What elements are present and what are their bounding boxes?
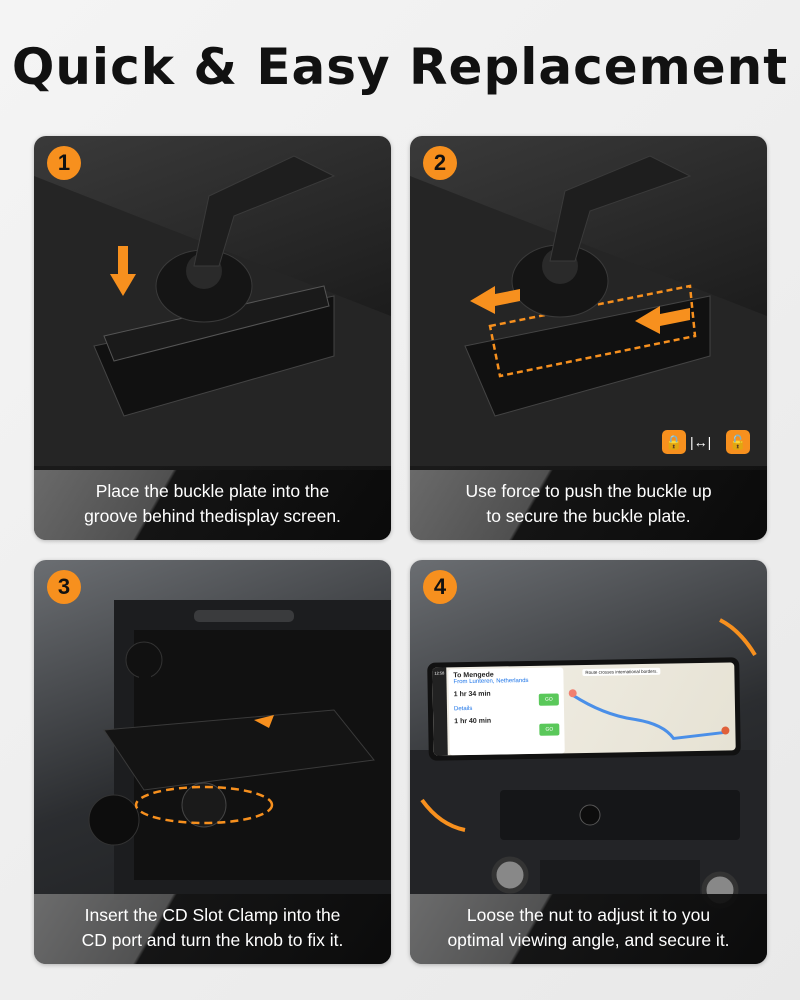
step-caption: Place the buckle plate into the groove b…: [34, 470, 391, 540]
step-2-panel: 2 🔒 |↔| 🔓 Use force to push the buckle u…: [410, 136, 767, 540]
down-arrow-icon: [110, 246, 136, 296]
step-4-panel: 4 12:58 To Mengede From Lunteren, Nether…: [410, 560, 767, 964]
rotate-arrow-icon: [134, 785, 274, 825]
step-number-badge: 1: [47, 146, 81, 180]
insert-arrow-icon: [254, 715, 274, 728]
arrows-horizontal-icon: |↔|: [690, 434, 712, 450]
rotate-arrow-icon: [420, 798, 466, 832]
dashboard-illustration: [410, 618, 767, 909]
step-3-panel: 3 Insert the CD Slot Clamp into the CD p…: [34, 560, 391, 964]
step-number-badge: 4: [423, 570, 457, 604]
unlocked-icon: 🔓: [726, 430, 750, 454]
tilt-arrow-icon: [719, 618, 757, 657]
push-arrow-icon: [470, 286, 690, 334]
cd-slot-clamp-illustration: [88, 600, 391, 900]
car-display-screen: 12:58 To Mengede From Lunteren, Netherla…: [427, 657, 741, 761]
map-route: [568, 689, 730, 741]
step-caption: Insert the CD Slot Clamp into the CD por…: [34, 894, 391, 964]
step-caption: Use force to push the buckle up to secur…: [410, 470, 767, 540]
buckle-plate-illustration: [34, 155, 391, 466]
step-number-badge: 3: [47, 570, 81, 604]
locked-icon: 🔒: [662, 430, 686, 454]
step-1-panel: 1 Place the buckle plate into the groove…: [34, 136, 391, 540]
page-title: Quick & Easy Replacement: [11, 38, 789, 96]
step-caption: Loose the nut to adjust it to you optima…: [410, 894, 767, 964]
step-number-badge: 2: [423, 146, 457, 180]
buckle-push-illustration: [410, 155, 767, 466]
